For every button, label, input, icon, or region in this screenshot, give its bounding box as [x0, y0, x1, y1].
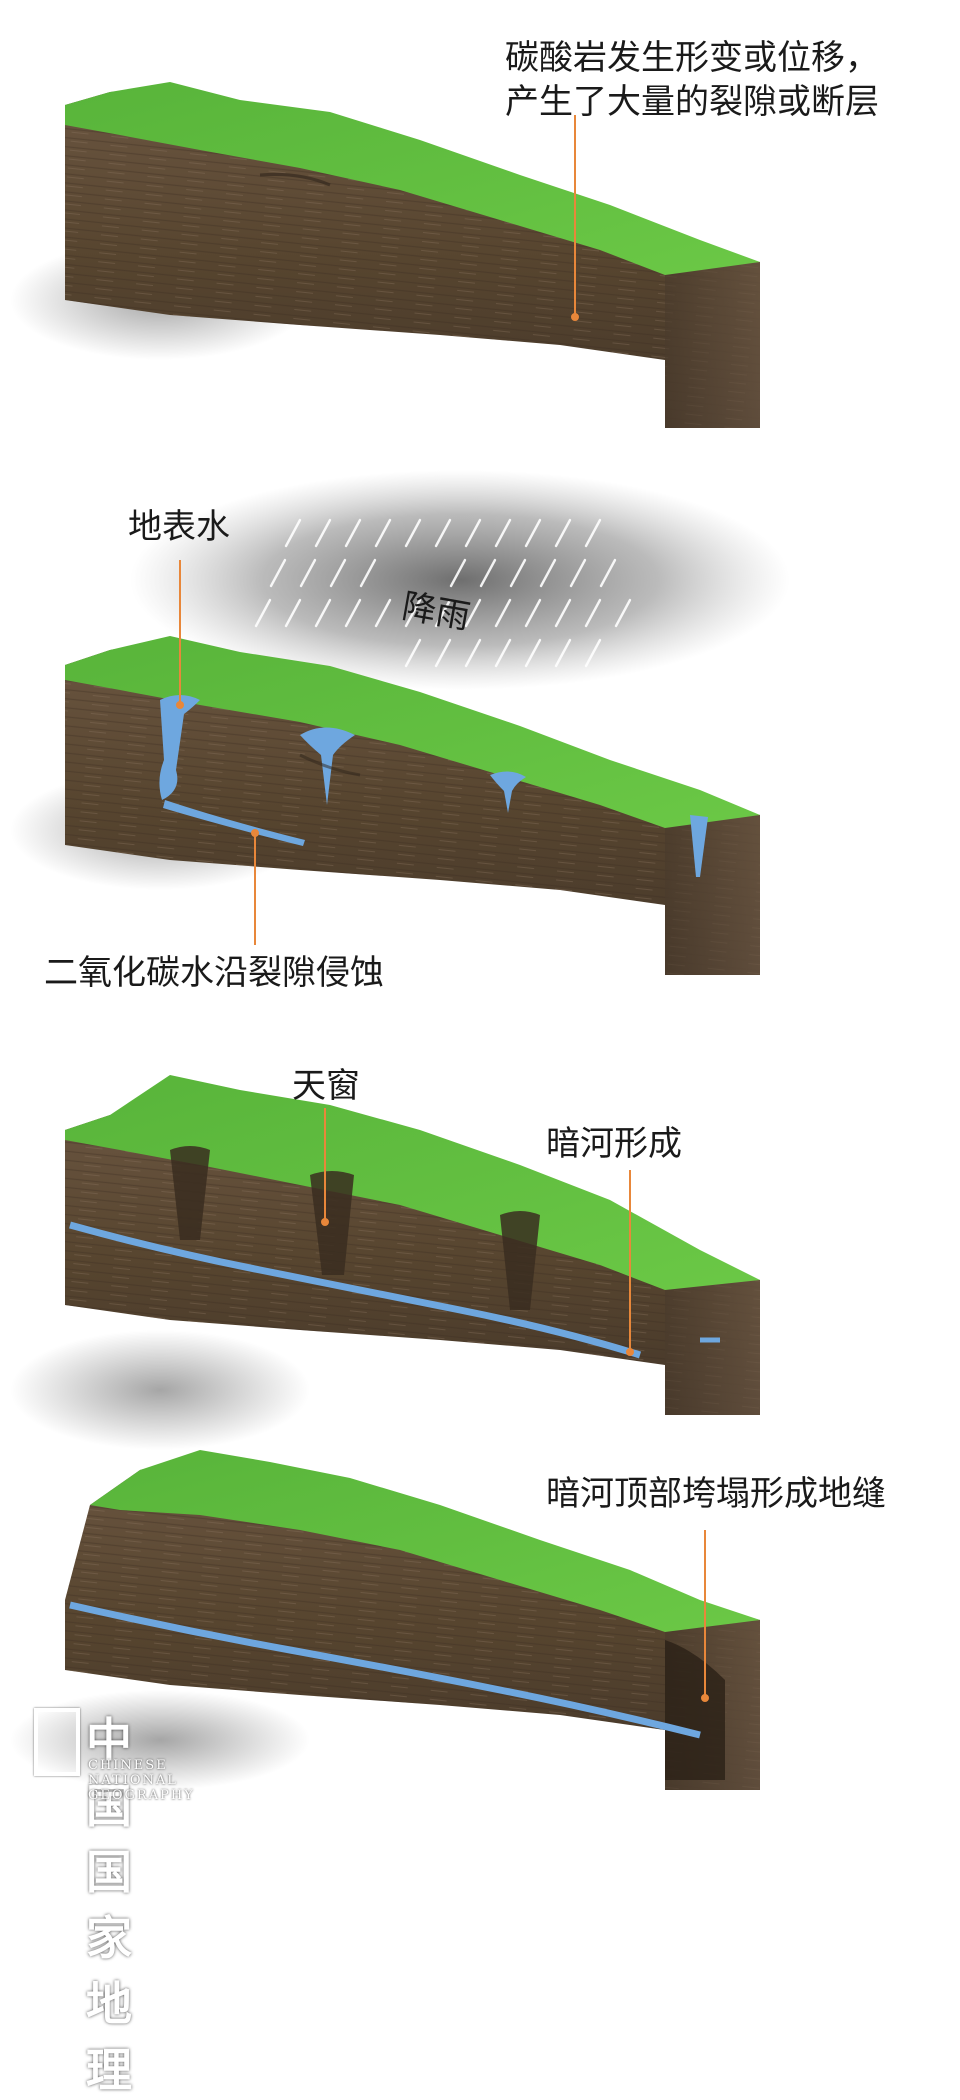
rain-streaks — [254, 518, 632, 668]
logo-english: CHINESE NATIONAL GEOGRAPHY — [88, 1758, 195, 1803]
block-4-ground-fissure — [10, 1450, 760, 1790]
label-fault-fractures: 碳酸岩发生形变或位移， 产生了大量的裂隙或断层 — [505, 38, 879, 122]
leader-lines — [176, 115, 709, 1702]
label-skylight: 天窗 — [292, 1066, 360, 1106]
label-co2-erosion: 二氧化碳水沿裂隙侵蚀 — [44, 953, 384, 993]
karst-diagram: 碳酸岩发生形变或位移， 产生了大量的裂隙或断层 地表水 降雨 二氧化碳水沿裂隙侵… — [10, 38, 886, 2097]
label-underground-river: 暗河形成 — [546, 1124, 682, 1164]
block-2-erosion — [10, 470, 790, 975]
label-ground-fissure: 暗河顶部垮塌形成地缝 — [546, 1474, 886, 1514]
block-1-fracturing — [10, 82, 760, 428]
underground-river — [69, 1221, 642, 1359]
label-surface-water: 地表水 — [128, 507, 230, 547]
skylight-shafts — [170, 1146, 540, 1310]
karst-illustration — [10, 82, 790, 1790]
block-3-underground-river — [10, 1075, 760, 1450]
collapsed-river — [69, 1601, 701, 1739]
logo-frame-icon — [34, 1708, 80, 1776]
